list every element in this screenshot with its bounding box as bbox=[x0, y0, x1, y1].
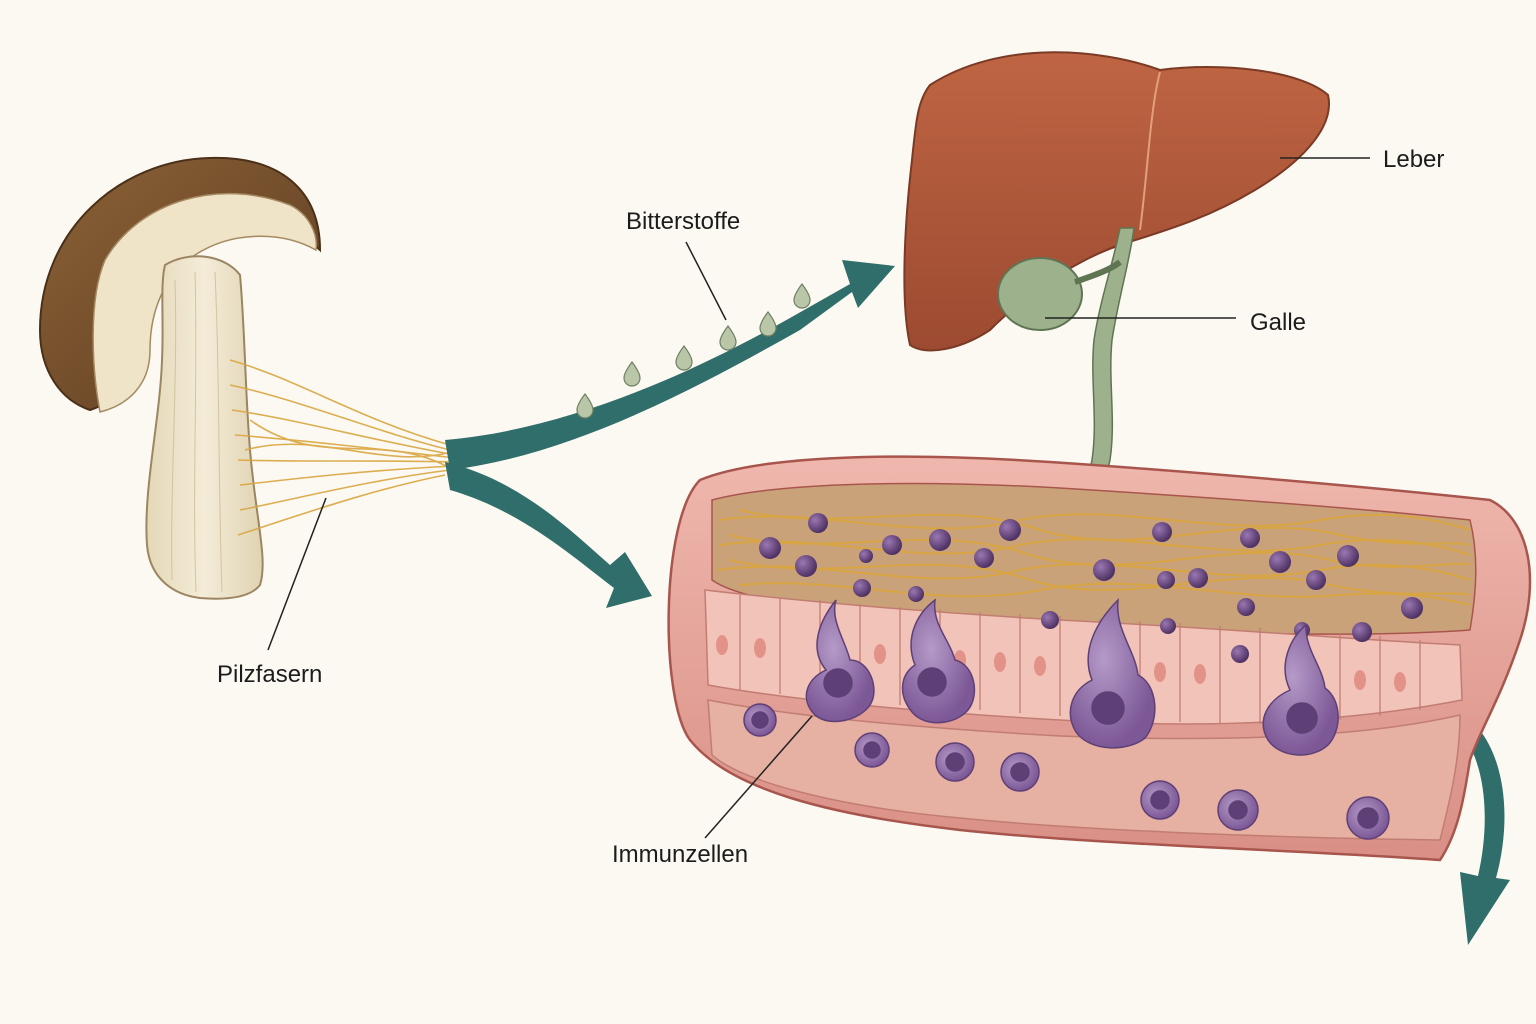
label-leber: Leber bbox=[1383, 146, 1445, 173]
arrow-to-intestine bbox=[445, 462, 652, 608]
lumen-fibers bbox=[717, 509, 1471, 606]
leader-lines bbox=[267, 157, 1370, 839]
leader-pilzfasern bbox=[267, 497, 327, 651]
label-bitterstoffe: Bitterstoffe bbox=[626, 208, 741, 235]
label-pilzfasern: Pilzfasern bbox=[217, 661, 323, 688]
arrow-exit bbox=[1460, 728, 1510, 945]
lumen-particles bbox=[759, 513, 1423, 663]
immune-cells bbox=[743, 597, 1390, 840]
bitter-droplets bbox=[576, 282, 811, 419]
mushroom-stem bbox=[145, 255, 264, 600]
dendritic-cell bbox=[1262, 623, 1339, 756]
leader-immunzellen bbox=[704, 715, 813, 839]
mushroom bbox=[38, 156, 322, 600]
arrow-to-liver bbox=[445, 260, 895, 470]
submucosa bbox=[707, 699, 1461, 841]
teal-arrows bbox=[445, 260, 1510, 945]
dendritic-cell bbox=[805, 599, 875, 723]
label-immunzellen: Immunzellen bbox=[612, 841, 749, 868]
gallbladder-sac bbox=[997, 257, 1083, 331]
mushroom-fibers bbox=[229, 359, 456, 536]
label-galle: Galle bbox=[1250, 309, 1307, 336]
dendritic-cell bbox=[1069, 597, 1156, 749]
leader-bitterstoffe bbox=[685, 241, 727, 321]
dendritic-cell bbox=[901, 598, 976, 724]
mushroom-gills bbox=[92, 192, 318, 413]
intestine bbox=[667, 455, 1532, 862]
